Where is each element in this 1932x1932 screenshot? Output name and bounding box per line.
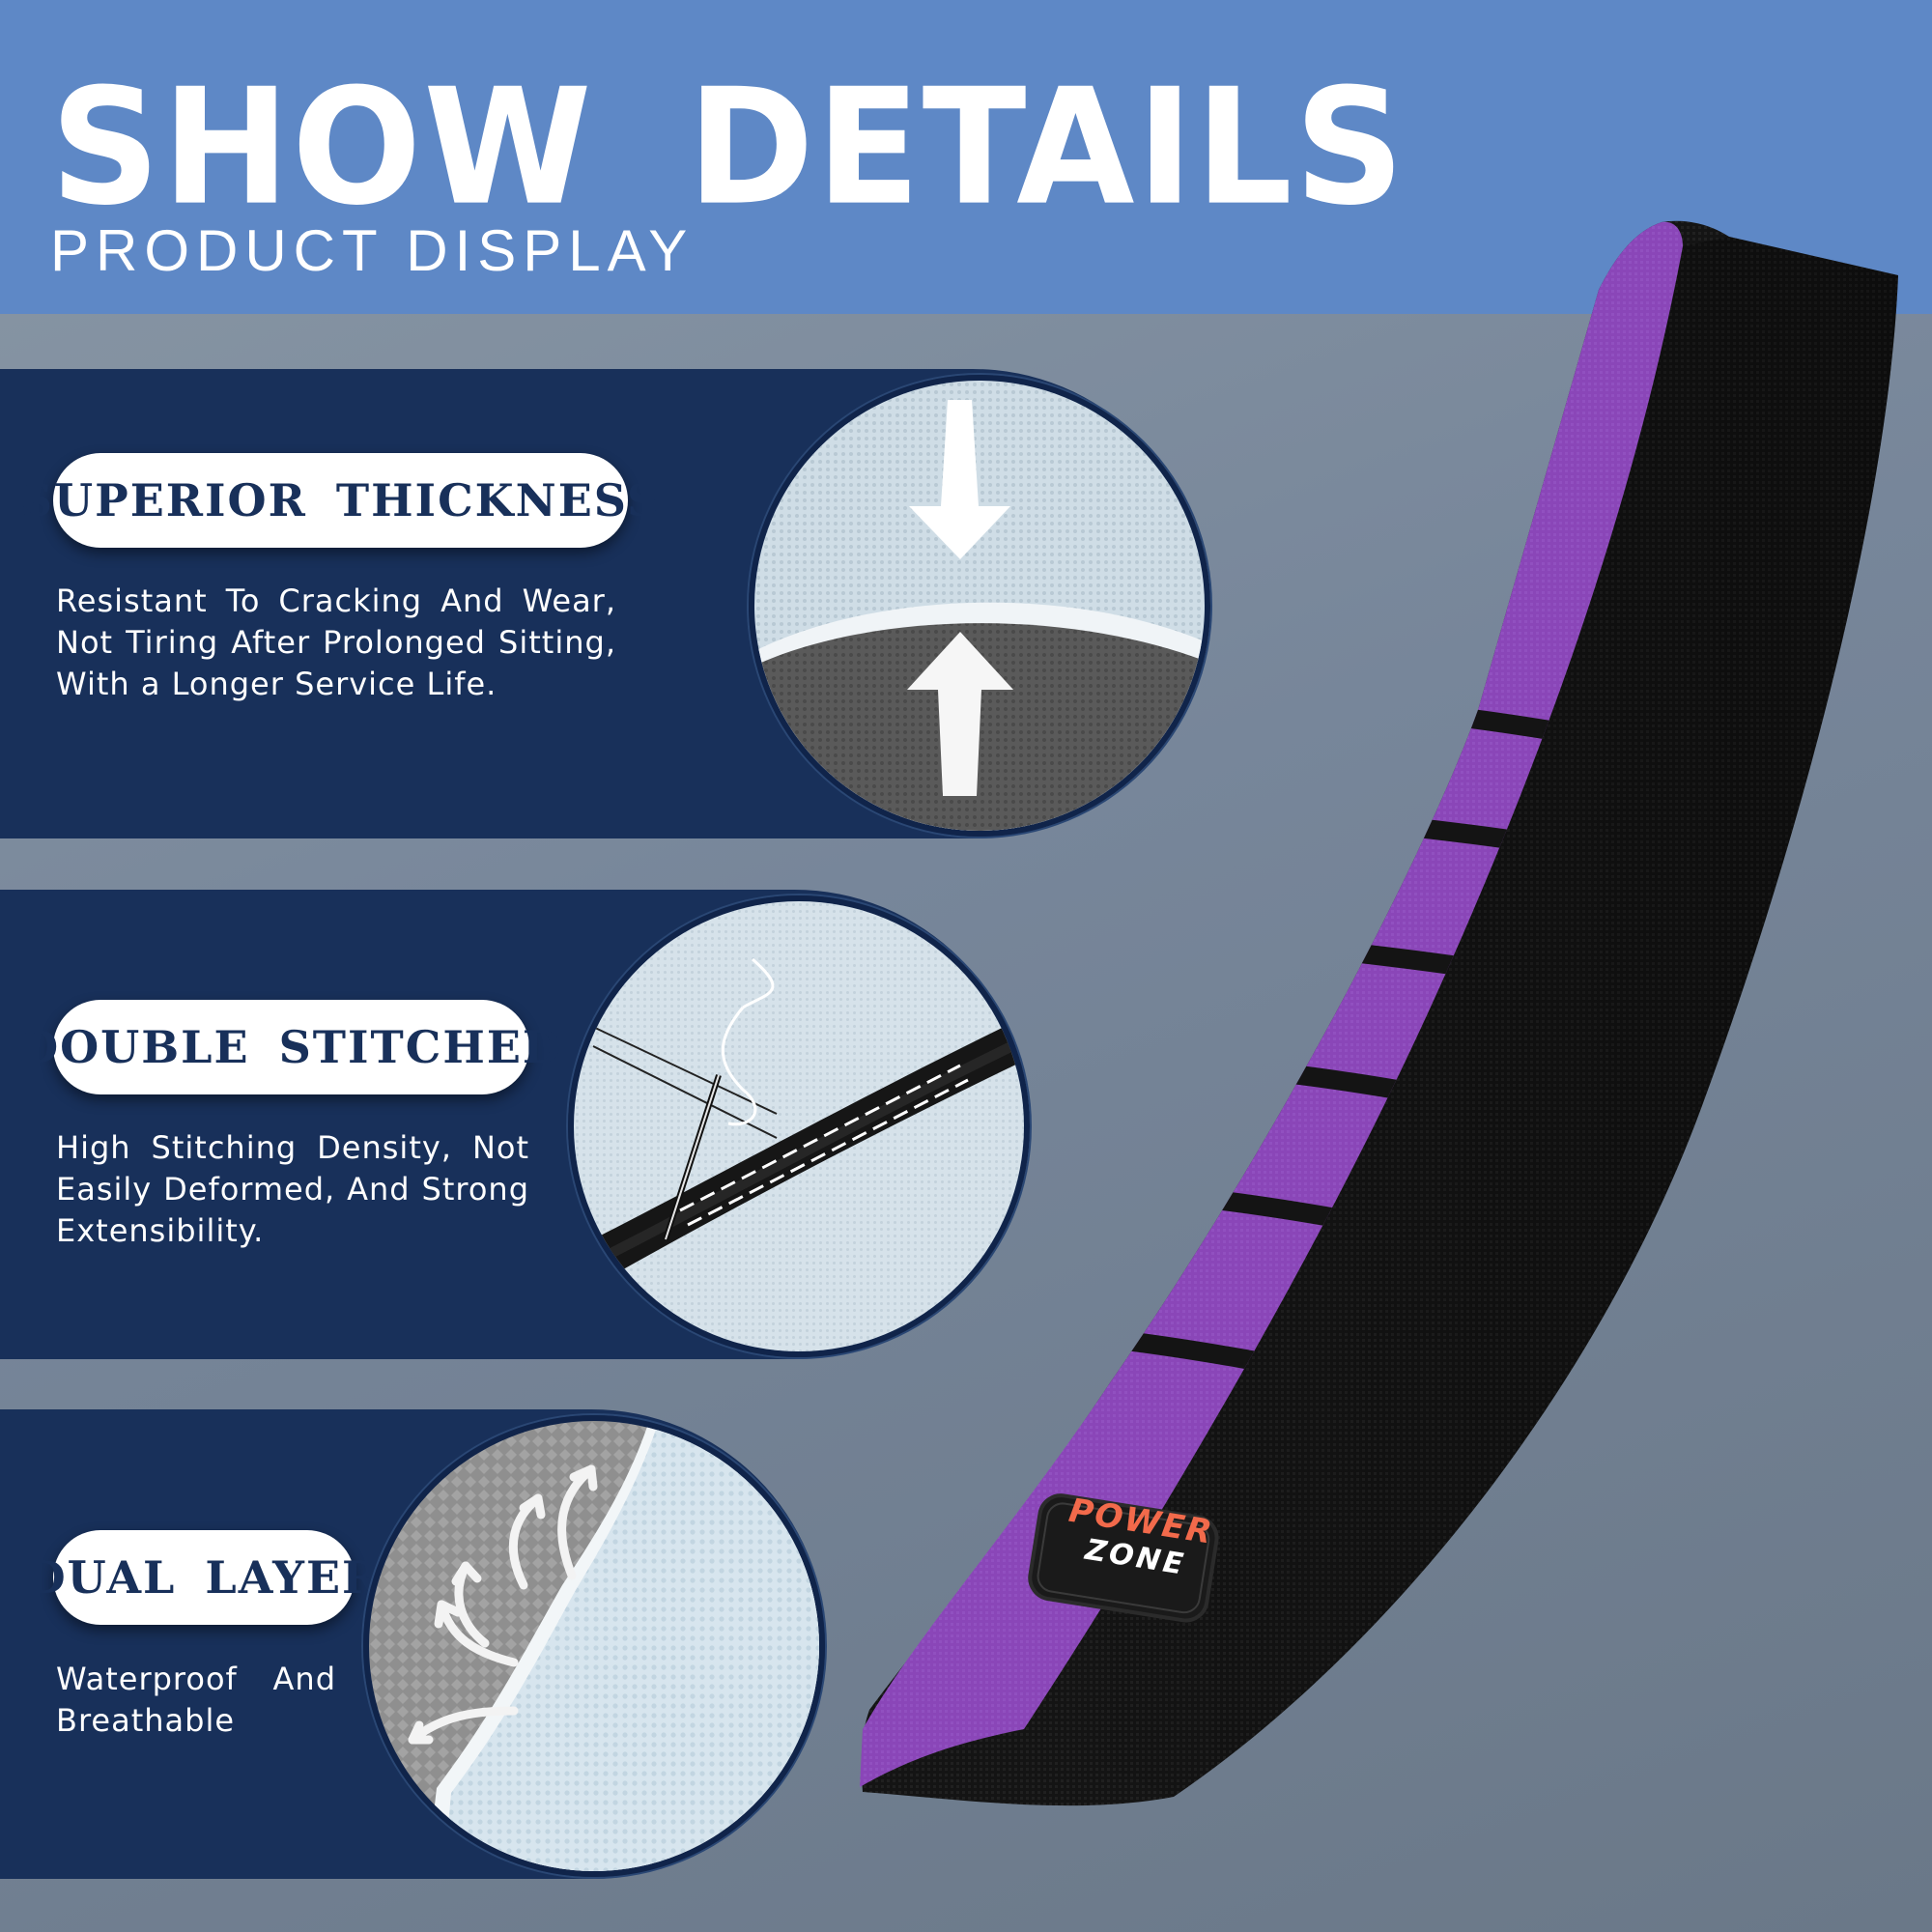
page-title: SHOW DETAILS bbox=[50, 54, 1406, 242]
power-zone-logo bbox=[1028, 1493, 1219, 1623]
arrow-up-icon bbox=[907, 632, 1013, 796]
seat-top-panel bbox=[860, 221, 1683, 1788]
feature-description: Waterproof And Breathable bbox=[56, 1661, 336, 1739]
header-banner: SHOW DETAILS PRODUCT DISPLAY bbox=[0, 0, 1932, 314]
feature-label-pill: DOUBLE STITCHED bbox=[19, 1000, 561, 1094]
feature-label: DOUBLE STITCHED bbox=[19, 1021, 563, 1073]
thickness-closeup bbox=[749, 375, 1210, 837]
feature-label-pill: DUAL LAYER bbox=[27, 1530, 379, 1625]
needle-thread-icon bbox=[663, 957, 775, 1240]
dual-layer-closeup bbox=[363, 1415, 825, 1877]
feature-label: SUPERIOR THICKNESS bbox=[19, 474, 662, 526]
airflow-arrows-icon bbox=[408, 1464, 598, 1745]
arrow-down-icon bbox=[909, 400, 1010, 559]
feature-description: Resistant To Cracking And Wear, Not Tiri… bbox=[56, 582, 616, 702]
stitching-closeup bbox=[568, 895, 1030, 1357]
page-subtitle: PRODUCT DISPLAY bbox=[50, 218, 695, 283]
feature-label-pill: SUPERIOR THICKNESS bbox=[20, 453, 659, 548]
feature-description: High Stitching Density, Not Easily Defor… bbox=[56, 1129, 529, 1249]
feature-label: DUAL LAYER bbox=[26, 1551, 382, 1604]
